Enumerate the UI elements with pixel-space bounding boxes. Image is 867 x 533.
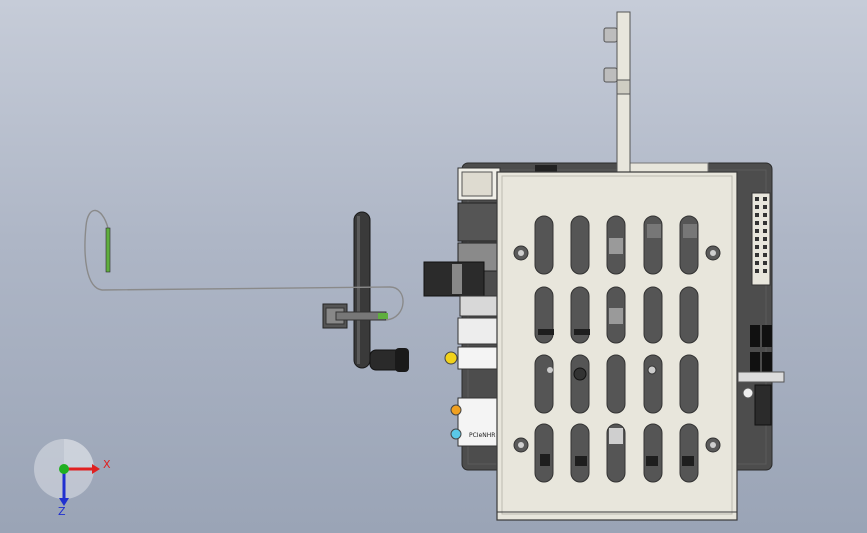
front-panel-header: [754, 384, 772, 426]
z-axis-label: Z: [58, 505, 66, 518]
sata-port-3: [750, 352, 760, 374]
audio-jack-block: [457, 397, 501, 447]
rear-io-panel: PCIeNHR: [423, 167, 501, 447]
ethernet-port: [457, 317, 501, 345]
atx-power-connector: [751, 192, 771, 286]
connector-label: PCIeNHR: [469, 432, 495, 439]
y-axis-dot: [59, 464, 69, 474]
usb-port-stack-2: [457, 346, 499, 370]
mounting-hole-board: [742, 387, 754, 399]
antenna-cable: [84, 209, 404, 321]
internal-components: [538, 224, 697, 466]
mounting-bracket: [603, 11, 631, 173]
audio-jack-blue: [450, 428, 462, 440]
coordinate-triad: X Z: [34, 439, 111, 518]
front-usb-header: [737, 371, 785, 383]
sata-port-2: [762, 325, 772, 347]
x-axis-label: X: [103, 458, 111, 471]
usb-port-stack-1: [459, 295, 501, 317]
ventilation-slots: [534, 215, 699, 483]
enclosure-cage: [496, 171, 738, 521]
audio-jack-yellow: [444, 351, 458, 365]
antenna-connector: [322, 303, 388, 329]
audio-jack-orange: [450, 404, 462, 416]
sata-port-1: [750, 325, 760, 347]
power-connector-pins: [755, 197, 767, 273]
sata-port-4: [762, 352, 772, 374]
top-header: [535, 165, 557, 175]
wifi-antenna: [322, 211, 409, 372]
ps2-port: [457, 202, 501, 242]
